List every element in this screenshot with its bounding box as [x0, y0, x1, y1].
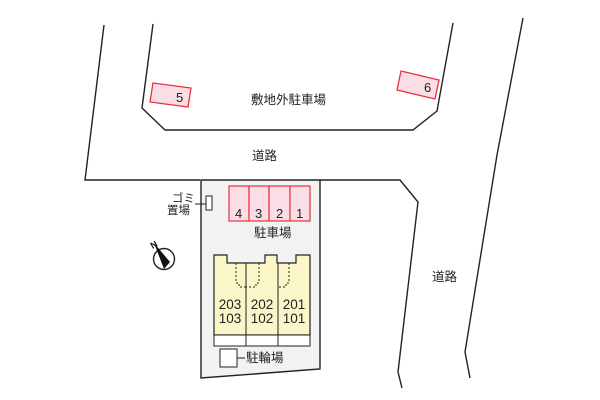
unit-lower: 102 [250, 311, 274, 326]
parking-space-1-number: 1 [296, 206, 304, 221]
unit-upper: 202 [250, 297, 274, 312]
balcony-strip [213, 334, 311, 347]
parking-label: 駐車場 [254, 225, 292, 240]
road-edge-left [84, 24, 200, 181]
unit-201-101: 201 101 [277, 298, 311, 326]
unit-203-103: 203 103 [213, 298, 247, 326]
compass-north-icon: N [149, 239, 176, 271]
unit-lower: 103 [218, 311, 242, 326]
road-edge-right-inner [320, 179, 419, 389]
unit-202-102: 202 102 [245, 298, 279, 326]
svg-text:N: N [149, 239, 160, 251]
offsite-space-5-number: 5 [176, 90, 184, 105]
parking-space-3-number: 3 [255, 206, 263, 221]
stair-dotted-3 [278, 263, 290, 288]
offsite-space-5-shape [149, 82, 192, 108]
parking-space-1-shape [289, 185, 311, 222]
garbage-box [205, 195, 213, 211]
offsite-parking-label: 敷地外駐車場 [251, 92, 327, 107]
bicycle-parking-label: 駐輪場 [246, 350, 284, 365]
offsite-space-6-number: 6 [424, 80, 432, 95]
road-top-label: 道路 [252, 148, 278, 163]
parking-space-4-number: 4 [235, 206, 243, 221]
garbage-label-line2: 置場 [167, 203, 190, 217]
offsite-space-6-shape [396, 70, 440, 100]
road-right-label: 道路 [432, 269, 458, 284]
unit-upper: 203 [218, 297, 242, 312]
stair-dotted-1 [235, 263, 246, 288]
garbage-label-line1: ゴミ [172, 191, 195, 205]
road-edge-right-outer [464, 17, 524, 379]
road-edge-top-lot [141, 22, 454, 131]
unit-upper: 201 [282, 297, 306, 312]
unit-lower: 101 [282, 311, 306, 326]
stair-dotted-2 [246, 263, 260, 288]
bicycle-parking-box [219, 348, 238, 368]
parking-space-2-number: 2 [276, 206, 284, 221]
